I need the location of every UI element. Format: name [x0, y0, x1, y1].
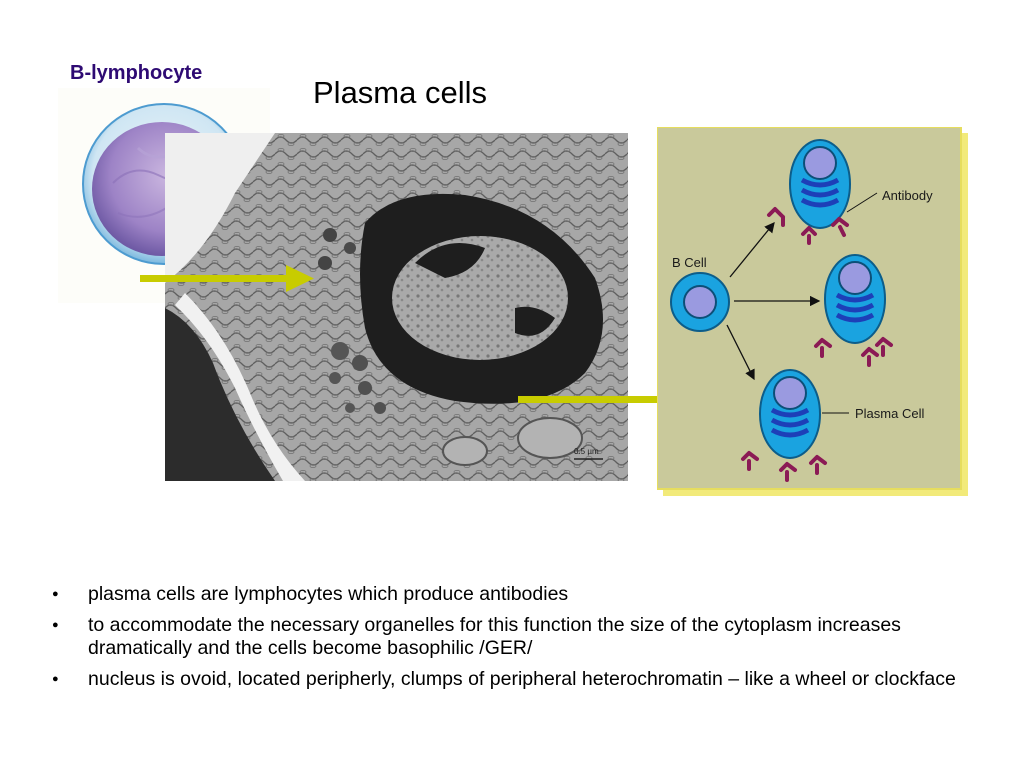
slide-title: Plasma cells: [313, 75, 487, 110]
plasma-cell-icon-middle: [824, 254, 886, 344]
antibody-icons: [741, 207, 893, 482]
b-cell-to-plasma-cell-diagram: B Cell: [656, 126, 968, 496]
micrograph-scale-label: 0.5 µm: [574, 447, 599, 456]
electron-micrograph: 0.5 µm: [165, 133, 628, 481]
b-cell-icon: [670, 272, 730, 332]
plasma-cell-icon-bottom: [759, 369, 821, 459]
b-lymphocyte-label: B-lymphocyte: [70, 62, 203, 84]
plasma-cell-label: Plasma Cell: [855, 406, 924, 421]
b-cell-label: B Cell: [672, 255, 707, 270]
antibody-label: Antibody: [882, 188, 933, 203]
bullet-list: plasma cells are lymphocytes which produ…: [52, 583, 992, 699]
bullet-item: plasma cells are lymphocytes which produ…: [52, 583, 992, 606]
bullet-item: nucleus is ovoid, located peripherly, cl…: [52, 668, 992, 691]
arrow-to-micrograph: [140, 265, 314, 292]
plasma-cell-icon-top: [789, 139, 851, 229]
bullet-item: to accommodate the necessary organelles …: [52, 614, 992, 660]
